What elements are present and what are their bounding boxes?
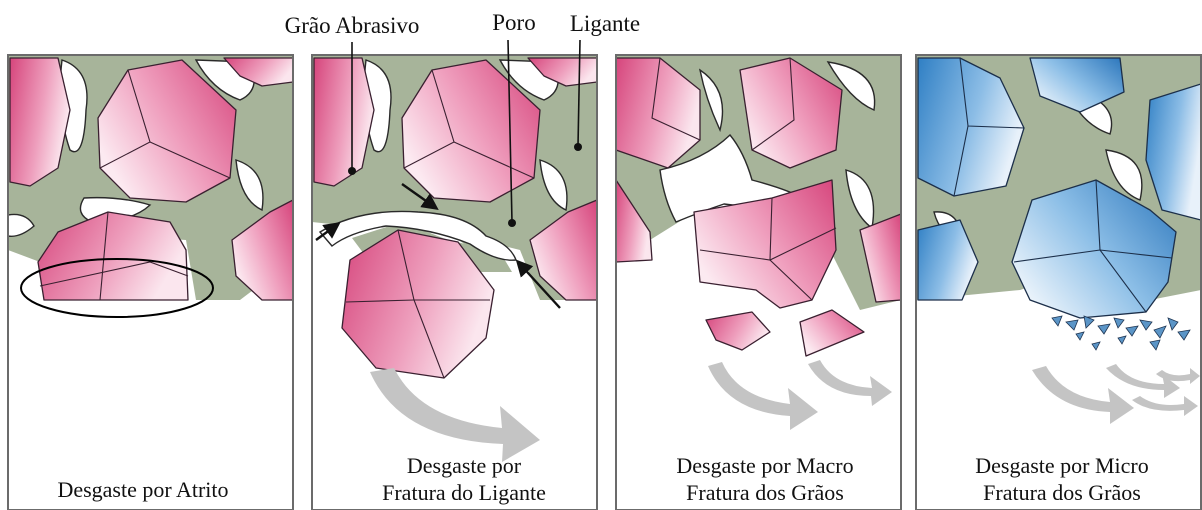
grain-fragment <box>800 310 864 356</box>
panel-micro-fracture: Desgaste por Micro Fratura dos Grãos <box>916 55 1201 510</box>
panel-caption: Desgaste por Macro <box>676 453 853 478</box>
label-abrasive-grain: Grão Abrasivo <box>285 13 420 38</box>
flow-arrow <box>808 360 892 406</box>
panel-caption: Fratura do Ligante <box>382 480 546 505</box>
grain-fragment <box>706 312 770 350</box>
panel-caption: Desgaste por Micro <box>975 453 1149 478</box>
panel-caption: Desgaste por <box>407 453 522 478</box>
panel-macro-fracture: Desgaste por Macro Fratura dos Grãos <box>616 55 901 510</box>
label-binder: Ligante <box>570 11 640 36</box>
flow-arrow <box>370 368 540 462</box>
label-pore: Poro <box>492 10 535 35</box>
leader-dot <box>508 219 516 227</box>
panel-caption: Fratura dos Grãos <box>686 480 844 505</box>
micro-fragments <box>1052 316 1190 350</box>
flow-arrow <box>1106 364 1180 398</box>
flow-arrow <box>1132 396 1198 416</box>
panel-binder-fracture: Desgaste por Fratura do Ligante <box>312 55 597 510</box>
flow-arrow <box>1156 368 1200 384</box>
panel-attrition: Desgaste por Atrito <box>8 55 293 510</box>
flow-arrow <box>708 362 818 430</box>
panel-caption: Fratura dos Grãos <box>983 480 1141 505</box>
leader-dot <box>348 167 356 175</box>
panel-caption: Desgaste por Atrito <box>57 477 228 502</box>
leader-dot <box>574 143 582 151</box>
